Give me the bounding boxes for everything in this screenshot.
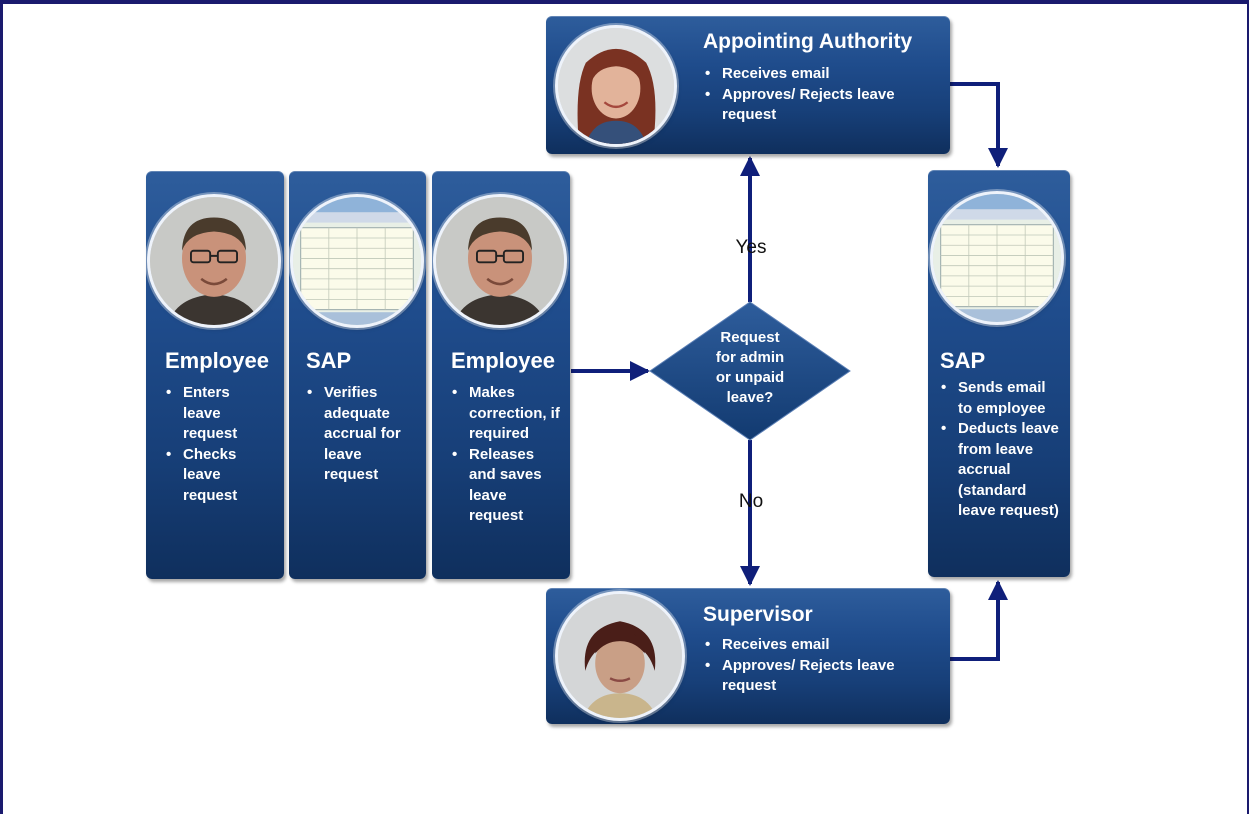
sap-title: SAP bbox=[940, 348, 986, 373]
employee-title: Employee bbox=[165, 348, 269, 373]
employee-bullets: Enters leave request Checks leave reques… bbox=[163, 383, 263, 506]
decision-diamond bbox=[649, 301, 851, 441]
employee-title: Employee bbox=[451, 348, 555, 373]
bullet-item: Receives email bbox=[702, 635, 932, 656]
bullet-item: Checks leave request bbox=[163, 445, 263, 507]
sap-bullets: Verifies adequate accrual for leave requ… bbox=[304, 383, 416, 486]
employee-photo-icon bbox=[150, 197, 278, 325]
sap-bullets: Sends email to employee Deducts leave fr… bbox=[938, 378, 1060, 522]
bullet-item: Approves/ Rejects leave request bbox=[702, 85, 932, 126]
employee-photo-icon bbox=[436, 197, 564, 325]
supervisor-node: Supervisor Receives email Approves/ Reje… bbox=[546, 588, 950, 724]
sap-screen-icon bbox=[933, 194, 1061, 322]
bullet-item: Approves/ Rejects leave request bbox=[702, 656, 932, 697]
arrow-appointing-to-sap bbox=[950, 82, 1008, 168]
sap-title: SAP bbox=[306, 348, 352, 373]
bullet-item: Makes correction, if required bbox=[449, 383, 561, 445]
bullet-item: Sends email to employee bbox=[938, 378, 1060, 419]
bullet-item: Releases and saves leave request bbox=[449, 445, 561, 527]
appointing-authority-title: Appointing Authority bbox=[703, 30, 913, 53]
sap-node-1: SAP Verifies adequate accrual for leave … bbox=[289, 171, 426, 579]
sap-screen-icon bbox=[293, 197, 421, 325]
bullet-item: Receives email bbox=[702, 64, 932, 85]
arrow-supervisor-to-sap bbox=[950, 580, 1008, 661]
employee-node-1: Employee Enters leave request Checks lea… bbox=[146, 171, 284, 579]
sap-node-2: SAP Sends email to employee Deducts leav… bbox=[928, 170, 1070, 577]
appointing-authority-bullets: Receives email Approves/ Rejects leave r… bbox=[702, 64, 932, 126]
decision-text: Request for admin or unpaid leave? bbox=[690, 328, 810, 408]
supervisor-title: Supervisor bbox=[703, 603, 813, 626]
supervisor-bullets: Receives email Approves/ Rejects leave r… bbox=[702, 635, 932, 697]
decision-line: for admin bbox=[715, 349, 785, 366]
bullet-item: Deducts leave from leave accrual (standa… bbox=[938, 419, 1060, 522]
yes-label: Yes bbox=[735, 237, 767, 258]
decision-line: leave? bbox=[726, 389, 774, 406]
no-label: No bbox=[738, 491, 764, 512]
decision-line: or unpaid bbox=[715, 369, 785, 386]
supervisor-photo-icon bbox=[558, 594, 682, 718]
appointing-authority-photo-icon bbox=[558, 28, 674, 144]
bullet-item: Verifies adequate accrual for leave requ… bbox=[304, 383, 416, 486]
employee-node-2: Employee Makes correction, if required R… bbox=[432, 171, 570, 579]
employee-bullets: Makes correction, if required Releases a… bbox=[449, 383, 561, 527]
bullet-item: Enters leave request bbox=[163, 383, 263, 445]
decision-line: Request bbox=[720, 329, 780, 346]
appointing-authority-node: Appointing Authority Receives email Appr… bbox=[546, 16, 950, 154]
